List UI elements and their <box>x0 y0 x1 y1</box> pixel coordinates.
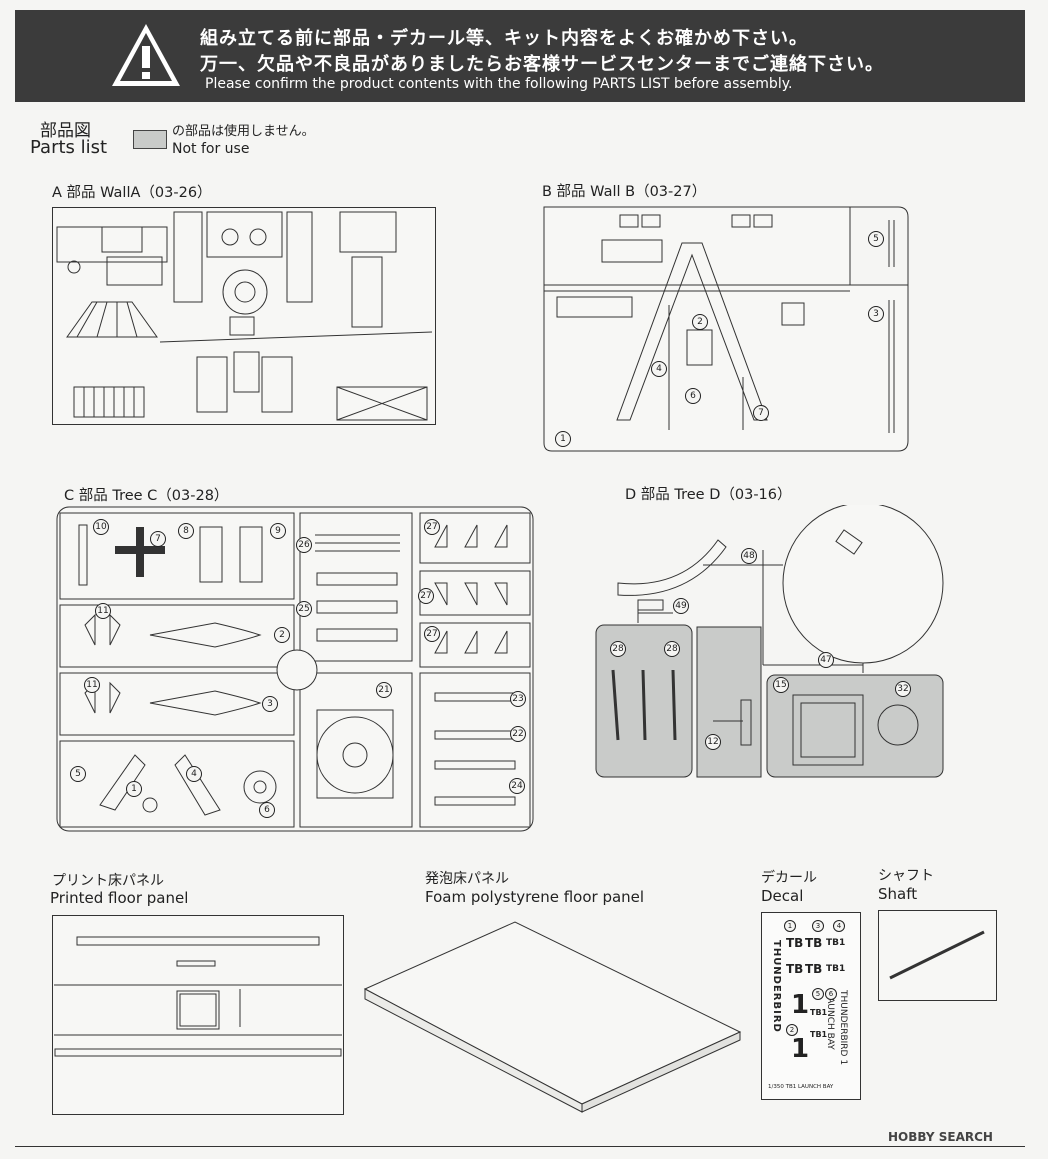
part-number: 26 <box>296 537 312 553</box>
wall-b-label: B 部品 Wall B（03-27） <box>542 184 707 200</box>
decal-tb1: TB1 <box>826 964 846 974</box>
tree-d-label: D 部品 Tree D（03-16） <box>625 487 792 503</box>
not-for-use-jp: の部品は使用しません。 <box>172 124 315 139</box>
warning-banner <box>15 10 1025 102</box>
part-number: 11 <box>84 677 100 693</box>
part-number: 6 <box>259 802 275 818</box>
foam-floor-panel <box>363 921 742 1113</box>
decal-tb1: TB1 <box>810 1030 828 1039</box>
wall-b-diagram <box>543 206 909 452</box>
tree-d-diagram <box>595 505 944 778</box>
part-number: 2 <box>692 314 708 330</box>
part-number: 47 <box>818 652 834 668</box>
part-number: 24 <box>509 778 525 794</box>
decal-label-jp: デカール <box>761 870 817 886</box>
wall-a-diagram <box>52 207 436 425</box>
part-number: 5 <box>868 231 884 247</box>
tree-c-diagram <box>56 506 534 832</box>
part-number: 4 <box>651 361 667 377</box>
footer-strip <box>0 1146 1048 1159</box>
part-number: 7 <box>753 405 769 421</box>
part-number: 3 <box>868 306 884 322</box>
tree-c-label: C 部品 Tree C（03-28） <box>64 488 229 504</box>
parts-list-title-en: Parts list <box>30 137 108 158</box>
decal-tb: TB <box>805 936 823 950</box>
decal-tb: TB <box>786 936 804 950</box>
part-number: 48 <box>741 548 757 564</box>
wall-a-label: A 部品 WallA（03-26） <box>52 185 212 201</box>
part-number: 27 <box>418 588 434 604</box>
part-number: 2 <box>274 627 290 643</box>
part-number: 11 <box>95 603 111 619</box>
part-number: 49 <box>673 598 689 614</box>
part-number: 21 <box>376 682 392 698</box>
not-for-use-en: Not for use <box>172 141 250 157</box>
decal-number: 6 <box>825 988 837 1000</box>
part-number: 8 <box>178 523 194 539</box>
part-number: 15 <box>773 677 789 693</box>
decal-number-one: 1 <box>791 1034 810 1064</box>
warning-icon <box>112 24 180 86</box>
part-number: 32 <box>895 681 911 697</box>
decal-thunderbird1-vertical: THUNDERBIRD 1 <box>838 990 848 1066</box>
decal-number: 4 <box>833 920 845 932</box>
part-number: 12 <box>705 734 721 750</box>
shaft-label-jp: シャフト <box>878 868 934 884</box>
decal-number-one: 1 <box>791 990 810 1020</box>
not-for-use-swatch <box>133 130 167 149</box>
decal-tb1: TB1 <box>826 938 846 948</box>
part-number: 27 <box>424 626 440 642</box>
decal-number: 5 <box>812 988 824 1000</box>
shaft-diagram <box>878 910 997 1001</box>
part-number: 3 <box>262 696 278 712</box>
decal-tb1: TB1 <box>810 1008 828 1017</box>
decal-tb: TB <box>805 962 823 976</box>
printed-floor-label-en: Printed floor panel <box>50 889 189 907</box>
banner-line-2: 万一、欠品や不良品がありましたらお客様サービスセンターまでご連絡下さい。 <box>200 54 884 75</box>
foam-floor-label-jp: 発泡床パネル <box>425 871 509 887</box>
decal-number: 3 <box>812 920 824 932</box>
part-number: 1 <box>555 431 571 447</box>
part-number: 4 <box>186 766 202 782</box>
decal-thunderbird-vertical: THUNDERBIRD <box>771 940 782 1033</box>
part-number: 5 <box>70 766 86 782</box>
foam-floor-label-en: Foam polystyrene floor panel <box>425 888 645 906</box>
printed-floor-label-jp: プリント床パネル <box>52 873 164 889</box>
decal-label-en: Decal <box>761 887 804 905</box>
shaft-label-en: Shaft <box>878 885 918 903</box>
part-number: 23 <box>510 691 526 707</box>
decal-launch-bay-vertical: LAUNCH BAY <box>825 992 835 1050</box>
part-number: 28 <box>664 641 680 657</box>
decal-tb: TB <box>786 962 804 976</box>
banner-line-1: 組み立てる前に部品・デカール等、キット内容をよくお確かめ下さい。 <box>200 28 808 49</box>
decal-caption: 1/350 TB1 LAUNCH BAY <box>768 1084 834 1090</box>
decal-number: 1 <box>784 920 796 932</box>
part-number: 9 <box>270 523 286 539</box>
part-number: 22 <box>510 726 526 742</box>
part-number: 6 <box>685 388 701 404</box>
part-number: 25 <box>296 601 312 617</box>
part-number: 1 <box>126 781 142 797</box>
printed-floor-panel <box>52 915 344 1115</box>
part-number: 27 <box>424 519 440 535</box>
watermark: HOBBY SEARCH <box>888 1130 993 1144</box>
banner-line-3: Please confirm the product contents with… <box>205 76 793 92</box>
part-number: 28 <box>610 641 626 657</box>
decal-number: 2 <box>786 1024 798 1036</box>
parts-list-title-jp: 部品図 <box>40 121 91 141</box>
part-number: 7 <box>150 531 166 547</box>
part-number: 10 <box>93 519 109 535</box>
decal-sheet <box>761 912 861 1100</box>
